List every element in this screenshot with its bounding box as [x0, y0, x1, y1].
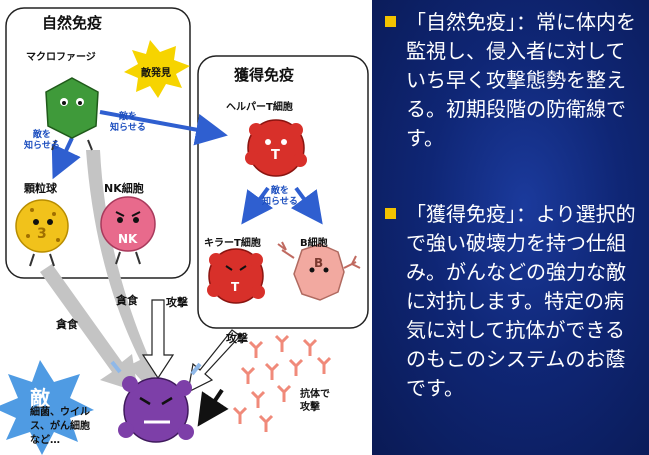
macrophage-cell [45, 77, 99, 151]
bullet-acquired-text: 「獲得免疫」：より選択的で強い破壊力を持つ仕組み。がんなどの強力な敵に対抗します… [406, 202, 636, 400]
diagram-graphics [0, 7, 369, 455]
innate-title: 自然免疫 [42, 14, 103, 32]
explanation-panel: 「自然免疫」：常に体内を監視し、侵入者に対していち早く攻撃態勢を整える。初期段階… [372, 0, 649, 455]
antibodies [232, 334, 332, 432]
killer-t-label: キラーT細胞 [204, 238, 261, 249]
notify-label-right: 敵を 知らせる [110, 112, 146, 133]
notify-arrow-right [99, 110, 228, 146]
enemy-cell [110, 360, 202, 443]
attack-label-nk: 攻撃 [166, 296, 188, 309]
enemy-found-label: 敵発見 [141, 68, 171, 79]
killer-t-cell [207, 248, 265, 304]
granulocyte-label: 顆粒球 [24, 182, 57, 195]
nk-cell [100, 196, 156, 265]
notify-label-left: 敵を 知らせる [24, 130, 60, 151]
antibody-arrow [197, 388, 229, 427]
immune-system-diagram: 自然免疫 マクロファージ 敵発見 敵を 知らせる 敵を 知らせる 顆粒球 NK細… [0, 0, 372, 455]
nk-mark: NK [118, 232, 138, 246]
antibody-attack-label: 抗体で 攻撃 [300, 389, 330, 413]
attack-label-killer: 攻撃 [226, 332, 248, 345]
nk-cell-label: NK細胞 [104, 182, 144, 195]
acquired-title: 獲得免疫 [234, 66, 295, 84]
bullet-marker [385, 16, 396, 27]
engulf-arrow-left [40, 264, 138, 392]
notify-arrow-b [290, 186, 323, 225]
helper-t-cell [245, 119, 307, 177]
bullet-innate-text: 「自然免疫」：常に体内を監視し、侵入者に対していち早く攻撃態勢を整える。初期段階… [406, 10, 636, 150]
macrophage-label: マクロファージ [26, 52, 96, 63]
b-cell-label: B細胞 [300, 238, 328, 249]
notify-label-killer: 敵を 知らせる [262, 186, 298, 207]
killer-t-mark: T [231, 280, 240, 294]
helper-t-label: ヘルパーT細胞 [226, 102, 293, 113]
attack-arrow-killer [187, 329, 241, 394]
granulocyte-mark: 3 [37, 226, 47, 242]
enemy-found-burst [124, 40, 190, 98]
enemy-starburst [0, 360, 94, 455]
granulocyte-cell [15, 199, 69, 267]
enemy-label: 敵 [30, 386, 50, 410]
notify-arrow-killer [241, 186, 274, 225]
notify-arrow-left [51, 137, 81, 180]
engulf-label-middle: 貪食 [116, 294, 138, 307]
bullet-marker [385, 208, 396, 219]
b-cell-mark: B [314, 256, 324, 270]
attack-arrow-nk [141, 299, 175, 380]
enemy-examples: 細菌、ウイル ス、がん細胞 など… [30, 407, 90, 446]
bullet-innate: 「自然免疫」：常に体内を監視し、侵入者に対していち早く攻撃態勢を整える。初期段階… [385, 8, 643, 153]
innate-box [5, 7, 191, 279]
engulf-label-left: 貪食 [56, 318, 78, 331]
b-cell [277, 241, 361, 301]
helper-t-mark: T [271, 148, 280, 163]
acquired-box [197, 55, 369, 329]
bullet-acquired: 「獲得免疫」：より選択的で強い破壊力を持つ仕組み。がんなどの強力な敵に対抗します… [385, 200, 643, 403]
